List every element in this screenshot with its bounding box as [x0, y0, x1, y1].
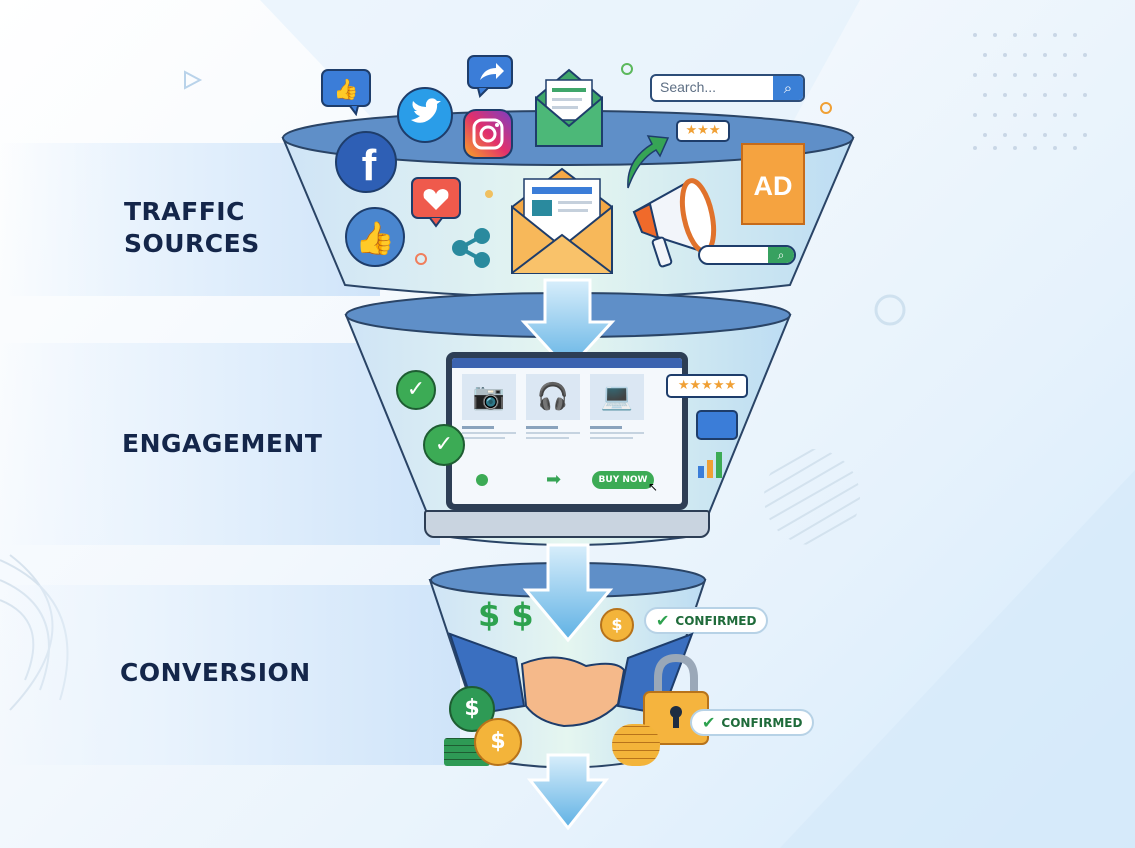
- hatched-circle-decor: [764, 449, 860, 545]
- thumbs-up-bubble-icon: 👍: [321, 69, 371, 116]
- green-arrow-icon: ➡: [546, 469, 562, 490]
- band-conversion: [0, 585, 460, 765]
- facebook-icon: f: [335, 131, 397, 193]
- circle-decor-icon: [874, 294, 906, 326]
- band-engagement: [0, 343, 440, 545]
- laptop-screen: 📷 🎧 💻 ➡ BUY NOW ↖: [452, 358, 682, 504]
- svg-text:👍: 👍: [334, 77, 359, 101]
- laptop-product-icon[interactable]: 💻: [590, 374, 644, 420]
- confirmed-badge: ✔ CONFIRMED: [644, 607, 769, 634]
- dollar-signs: $ $: [478, 596, 534, 634]
- coin-icon: $: [600, 608, 634, 642]
- twitter-icon: [397, 87, 453, 143]
- laptop-base: [424, 510, 710, 538]
- chat-bubble-icon: [696, 410, 738, 440]
- share-bubble-icon: [467, 55, 513, 98]
- check-icon: ✓: [423, 424, 465, 466]
- buy-now-button[interactable]: BUY NOW: [592, 471, 654, 489]
- browser-bar: [452, 358, 682, 368]
- stage-label-engagement: ENGAGEMENT: [122, 429, 323, 458]
- check-icon: ✓: [396, 370, 436, 410]
- headphones-icon[interactable]: 🎧: [526, 374, 580, 420]
- stage-label-traffic: TRAFFIC SOURCES: [124, 196, 260, 260]
- svg-text:👍: 👍: [355, 219, 395, 257]
- label-line: SOURCES: [124, 229, 260, 258]
- mini-search-bar: ⌕: [698, 245, 796, 265]
- green-envelope-icon: [535, 68, 603, 147]
- stage-label-conversion: CONVERSION: [120, 658, 311, 687]
- triangle-decor-icon: [184, 70, 203, 90]
- flow-arrow-3: [526, 753, 610, 831]
- bar-chart-icon: [698, 452, 722, 478]
- dot-grid-decor: [973, 33, 1087, 150]
- heart-bubble-icon: [411, 177, 461, 228]
- share-nodes-icon: [452, 228, 490, 268]
- search-icon[interactable]: ⌕: [773, 76, 803, 100]
- thumbs-up-circle-icon: 👍: [345, 207, 405, 267]
- check-icon: ✔: [702, 713, 716, 732]
- megaphone-icon: [632, 178, 717, 268]
- confirmed-badge: ✔ CONFIRMED: [690, 709, 815, 736]
- cursor-icon: ↖: [648, 480, 659, 494]
- search-input[interactable]: Search...: [660, 79, 717, 95]
- small-check-icon: [476, 474, 488, 486]
- confirmed-text: CONFIRMED: [721, 715, 803, 730]
- instagram-icon: [463, 109, 513, 159]
- gold-coin-icon: $: [474, 718, 522, 766]
- ad-ticket: AD: [741, 143, 805, 225]
- growth-arrow-icon: [627, 135, 670, 189]
- laptop: 📷 🎧 💻 ➡ BUY NOW ↖: [446, 352, 688, 510]
- search-icon: ⌕: [768, 247, 794, 263]
- label-line: TRAFFIC: [124, 197, 245, 226]
- newsletter-envelope-icon: [511, 167, 613, 274]
- check-icon: ✔: [656, 611, 670, 630]
- confirmed-text: CONFIRMED: [675, 613, 757, 628]
- rating-bubble-top: ★★★: [676, 120, 730, 142]
- search-bar[interactable]: Search... ⌕: [650, 74, 805, 102]
- camera-icon[interactable]: 📷: [462, 374, 516, 420]
- svg-text:f: f: [362, 141, 377, 190]
- coin-stack-icon: [612, 724, 660, 766]
- flow-arrow-2: [522, 543, 614, 643]
- rating-bubble: ★★★★★: [666, 374, 748, 398]
- flow-arrow-1: [520, 278, 616, 373]
